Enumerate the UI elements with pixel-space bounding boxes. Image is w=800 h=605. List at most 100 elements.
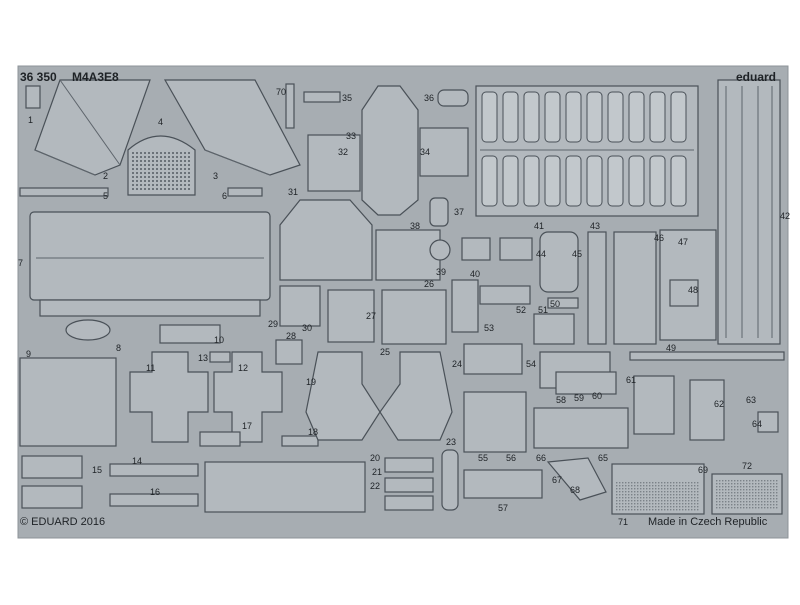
- mesh-hole: [643, 491, 645, 493]
- mesh-hole: [652, 503, 654, 505]
- mesh-hole: [697, 500, 699, 502]
- mesh-hole: [694, 497, 696, 499]
- mesh-hole: [716, 501, 718, 503]
- mesh-hole: [764, 486, 766, 488]
- mesh-hole: [643, 494, 645, 496]
- mesh-hole: [625, 503, 627, 505]
- grille-hole: [132, 152, 134, 154]
- mesh-hole: [734, 489, 736, 491]
- grille-hole: [140, 184, 142, 186]
- grille-hole: [176, 176, 178, 178]
- mesh-hole: [752, 498, 754, 500]
- mesh-hole: [649, 485, 651, 487]
- grille-hole: [184, 164, 186, 166]
- mesh-hole: [761, 489, 763, 491]
- mesh-hole: [728, 483, 730, 485]
- track-link: [481, 91, 498, 143]
- mesh-hole: [661, 500, 663, 502]
- part-number: 60: [592, 391, 603, 401]
- part-52: [479, 285, 531, 305]
- mesh-hole: [661, 506, 663, 508]
- mesh-hole: [755, 495, 757, 497]
- part-number: 10: [214, 335, 225, 345]
- part-21a: [384, 457, 434, 473]
- mesh-hole: [728, 501, 730, 503]
- mesh-hole: [673, 506, 675, 508]
- part-17: [199, 431, 241, 447]
- mesh-hole: [652, 488, 654, 490]
- track-link: [649, 91, 666, 143]
- mesh-hole: [631, 485, 633, 487]
- mesh-hole: [749, 504, 751, 506]
- mesh-hole: [746, 501, 748, 503]
- mesh-hole: [673, 509, 675, 511]
- part-64: [757, 411, 779, 433]
- mesh-hole: [670, 503, 672, 505]
- part-number: 32: [338, 147, 349, 157]
- grille-hole: [144, 188, 146, 190]
- mesh-hole: [643, 497, 645, 499]
- mesh-hole: [649, 497, 651, 499]
- grille-hole: [164, 176, 166, 178]
- grille-hole: [172, 152, 174, 154]
- grille-hole: [160, 176, 162, 178]
- mesh-hole: [688, 482, 690, 484]
- mesh-hole: [743, 495, 745, 497]
- part-number: 4: [158, 117, 164, 127]
- mesh-hole: [679, 500, 681, 502]
- mesh-hole: [719, 504, 721, 506]
- part-53: [451, 279, 479, 333]
- mesh-hole: [716, 507, 718, 509]
- grille-hole: [156, 168, 158, 170]
- part-number: 51: [538, 305, 549, 315]
- grille-hole: [136, 180, 138, 182]
- grille-hole: [148, 172, 150, 174]
- mesh-hole: [643, 488, 645, 490]
- mesh-hole: [664, 491, 666, 493]
- mesh-hole: [764, 483, 766, 485]
- part-7-lip: [39, 299, 261, 317]
- mesh-hole: [682, 500, 684, 502]
- mesh-hole: [758, 501, 760, 503]
- grille-hole: [148, 180, 150, 182]
- part-57: [463, 469, 543, 499]
- part-62-63: [689, 379, 725, 441]
- mesh-hole: [640, 509, 642, 511]
- mesh-hole: [688, 500, 690, 502]
- grille-hole: [160, 156, 162, 158]
- part-number: 6: [222, 191, 228, 201]
- mesh-hole: [640, 503, 642, 505]
- grille-hole: [184, 184, 186, 186]
- part-44-45: [539, 231, 579, 293]
- mesh-hole: [646, 488, 648, 490]
- mesh-hole: [670, 500, 672, 502]
- mesh-hole: [688, 503, 690, 505]
- grille-hole: [152, 180, 154, 182]
- mesh-hole: [628, 509, 630, 511]
- grille-hole: [164, 164, 166, 166]
- mesh-hole: [646, 482, 648, 484]
- part-number: 71: [618, 517, 629, 527]
- mesh-hole: [697, 509, 699, 511]
- mesh-hole: [761, 498, 763, 500]
- grille-hole: [140, 156, 142, 158]
- mesh-hole: [655, 506, 657, 508]
- grille-hole: [164, 152, 166, 154]
- mesh-hole: [722, 501, 724, 503]
- mesh-hole: [716, 495, 718, 497]
- mesh-hole: [631, 497, 633, 499]
- mesh-hole: [652, 494, 654, 496]
- grille-hole: [144, 156, 146, 158]
- mesh-hole: [770, 489, 772, 491]
- mesh-hole: [734, 495, 736, 497]
- mesh-hole: [752, 492, 754, 494]
- grille-hole: [172, 168, 174, 170]
- grille-hole: [160, 164, 162, 166]
- part-33-center: [361, 85, 419, 216]
- grille-hole: [168, 184, 170, 186]
- part-number: 43: [590, 221, 601, 231]
- mesh-hole: [776, 492, 778, 494]
- mesh-hole: [655, 491, 657, 493]
- part-15b: [21, 485, 83, 509]
- mesh-hole: [622, 497, 624, 499]
